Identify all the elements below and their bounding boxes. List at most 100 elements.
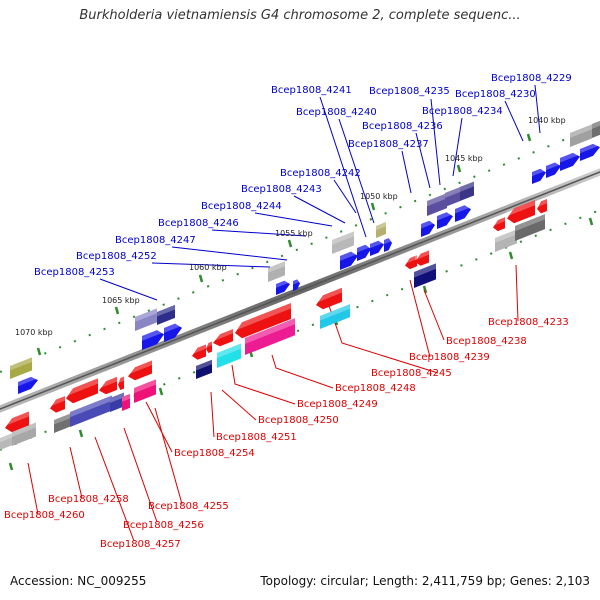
gene-label-4255[interactable]: Bcep1808_4255 bbox=[148, 501, 229, 512]
gene-arrow bbox=[118, 376, 124, 391]
gene-label-4244[interactable]: Bcep1808_4244 bbox=[201, 201, 282, 212]
gene-arrow bbox=[142, 327, 164, 350]
label-leader-forward bbox=[534, 84, 541, 134]
accession-text: Accession: NC_009255 bbox=[10, 574, 147, 588]
gene-label-4247[interactable]: Bcep1808_4247 bbox=[115, 235, 196, 246]
gene-arrow bbox=[18, 374, 38, 394]
gene-label-4254[interactable]: Bcep1808_4254 bbox=[174, 448, 255, 459]
gene-arrow bbox=[122, 393, 130, 411]
gene-label-4257[interactable]: Bcep1808_4257 bbox=[100, 539, 181, 550]
gene-label-4236[interactable]: Bcep1808_4236 bbox=[362, 121, 443, 132]
gene-label-4258[interactable]: Bcep1808_4258 bbox=[48, 494, 129, 505]
gene-label-4260[interactable]: Bcep1808_4260 bbox=[4, 510, 85, 521]
gene-arrow bbox=[54, 412, 72, 433]
gene-arrow-shine bbox=[316, 287, 342, 303]
gene-label-4233[interactable]: Bcep1808_4233 bbox=[488, 317, 569, 328]
gene-arrow-body bbox=[70, 395, 112, 427]
gene-arrow-shine bbox=[357, 242, 371, 253]
gene-arrow bbox=[493, 217, 505, 232]
label-leader-reverse bbox=[154, 407, 183, 505]
gene-label-4256[interactable]: Bcep1808_4256 bbox=[123, 520, 204, 531]
label-leader-reverse bbox=[271, 354, 334, 389]
gene-label-4252[interactable]: Bcep1808_4252 bbox=[76, 251, 157, 262]
gene-arrow-shine bbox=[340, 248, 358, 261]
gene-arrow-body bbox=[427, 193, 447, 216]
major-tick bbox=[422, 285, 428, 294]
topology-text: Topology: circular; Length: 2,411,759 bp… bbox=[260, 574, 590, 588]
gene-arrow-shine bbox=[437, 209, 453, 221]
gene-label-4242[interactable]: Bcep1808_4242 bbox=[280, 168, 361, 179]
major-tick bbox=[78, 429, 84, 438]
gene-arrow bbox=[332, 231, 354, 254]
label-leader-forward bbox=[254, 212, 333, 227]
gene-label-4237[interactable]: Bcep1808_4237 bbox=[348, 139, 429, 150]
gene-label-4249[interactable]: Bcep1808_4249 bbox=[297, 399, 378, 410]
gene-arrow bbox=[128, 360, 152, 381]
gene-arrow bbox=[276, 278, 290, 295]
gene-arrow-shine bbox=[455, 202, 471, 214]
label-leader-reverse bbox=[27, 462, 39, 515]
gene-arrow bbox=[370, 238, 384, 256]
gene-arrow bbox=[437, 209, 453, 229]
label-leader-forward bbox=[333, 179, 357, 214]
gene-arrow-body bbox=[134, 379, 156, 403]
gene-arrow bbox=[110, 392, 124, 412]
gene-arrow-body bbox=[235, 302, 291, 339]
gene-arrow-shine bbox=[206, 341, 212, 348]
label-leader-reverse bbox=[409, 279, 431, 358]
gene-arrow-shine bbox=[384, 236, 392, 245]
gene-arrow-shine bbox=[320, 304, 350, 321]
gene-label-4248[interactable]: Bcep1808_4248 bbox=[335, 383, 416, 394]
gene-arrow bbox=[580, 141, 600, 161]
major-tick bbox=[370, 202, 376, 211]
gene-arrow-shine bbox=[493, 217, 505, 226]
label-leader-forward bbox=[338, 118, 375, 224]
gene-arrow bbox=[206, 341, 212, 354]
gene-arrow-shine bbox=[276, 278, 290, 288]
gene-label-4235[interactable]: Bcep1808_4235 bbox=[369, 86, 450, 97]
map-title: Burkholderia vietnamiensis G4 chromosome… bbox=[79, 8, 521, 23]
gene-arrow bbox=[507, 199, 535, 224]
gene-label-4238[interactable]: Bcep1808_4238 bbox=[446, 336, 527, 347]
gene-arrow-shine bbox=[128, 360, 152, 375]
gene-label-4230[interactable]: Bcep1808_4230 bbox=[455, 89, 536, 100]
gene-arrow bbox=[592, 119, 600, 138]
gene-label-4240[interactable]: Bcep1808_4240 bbox=[296, 107, 377, 118]
label-leader-forward bbox=[293, 195, 346, 224]
gene-arrow-shine bbox=[235, 302, 291, 331]
gene-arrow-body bbox=[332, 231, 354, 254]
gene-arrow bbox=[134, 379, 156, 403]
gene-arrow-shine bbox=[414, 263, 436, 278]
scale-label-1065: 1065 kbp bbox=[102, 296, 140, 305]
gene-label-4245[interactable]: Bcep1808_4245 bbox=[371, 368, 452, 379]
gene-label-4253[interactable]: Bcep1808_4253 bbox=[34, 267, 115, 278]
gene-arrow bbox=[537, 199, 547, 214]
gene-label-4243[interactable]: Bcep1808_4243 bbox=[241, 184, 322, 195]
gene-label-4229[interactable]: Bcep1808_4229 bbox=[491, 73, 572, 84]
gene-label-4250[interactable]: Bcep1808_4250 bbox=[258, 415, 339, 426]
gene-arrow-body bbox=[570, 124, 592, 147]
gene-arrow-body bbox=[164, 323, 182, 342]
gene-arrow-shine bbox=[99, 376, 117, 389]
major-tick bbox=[36, 347, 42, 356]
gene-arrow bbox=[445, 187, 460, 207]
gene-arrow bbox=[0, 432, 14, 450]
gene-arrow-body bbox=[206, 341, 212, 354]
gene-arrow-body bbox=[376, 222, 386, 238]
gene-arrow-body bbox=[445, 187, 460, 207]
gene-arrow bbox=[196, 359, 212, 379]
gene-arrow-shine bbox=[135, 308, 157, 322]
gene-label-4246[interactable]: Bcep1808_4246 bbox=[158, 218, 239, 229]
gene-label-4234[interactable]: Bcep1808_4234 bbox=[422, 106, 503, 117]
label-leader-forward bbox=[504, 100, 524, 142]
gene-arrow-body bbox=[245, 318, 295, 355]
gene-arrow bbox=[135, 308, 157, 331]
gene-label-4241[interactable]: Bcep1808_4241 bbox=[271, 85, 352, 96]
major-tick bbox=[456, 164, 462, 173]
gene-arrow-body bbox=[495, 229, 517, 252]
gene-label-4239[interactable]: Bcep1808_4239 bbox=[409, 352, 490, 363]
gene-label-4251[interactable]: Bcep1808_4251 bbox=[216, 432, 297, 443]
gene-arrow bbox=[164, 320, 182, 342]
gene-arrow-body bbox=[384, 238, 392, 252]
